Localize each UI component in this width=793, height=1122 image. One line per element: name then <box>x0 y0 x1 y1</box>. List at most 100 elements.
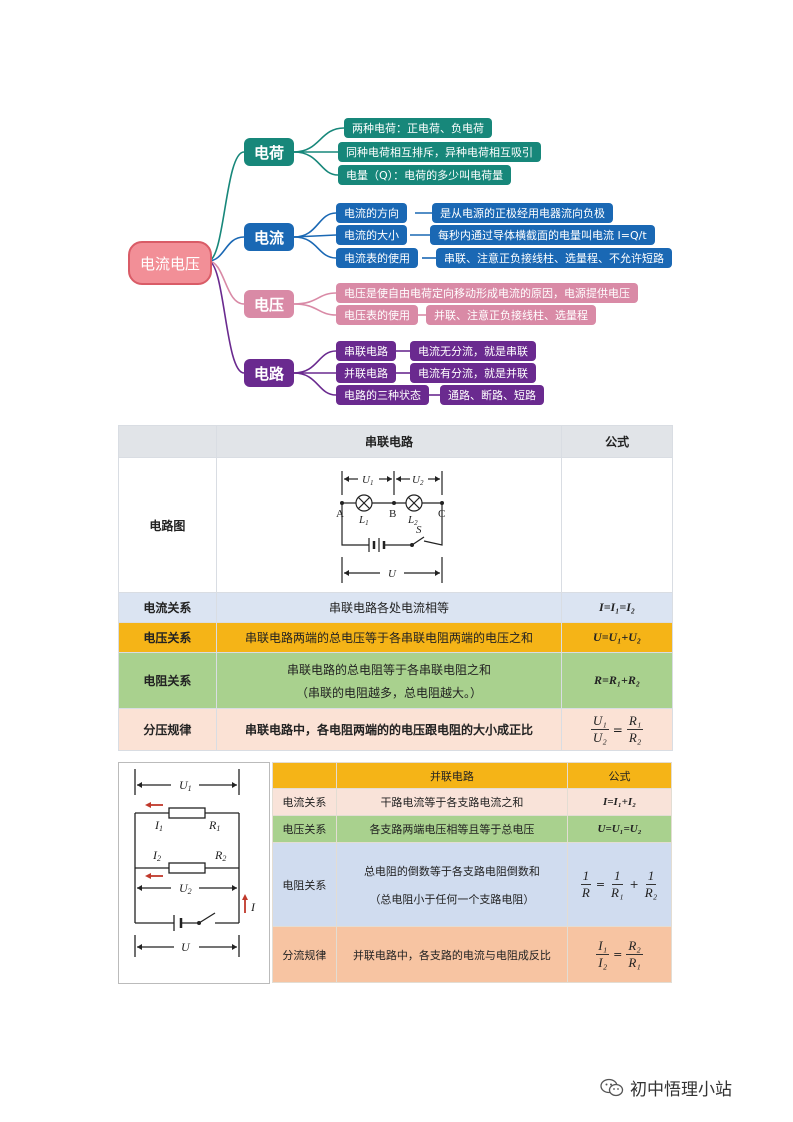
ammeter-usage-label: 电流表的使用 <box>336 248 418 268</box>
current-magnitude-text: 每秒内通过导体横截面的电量叫电流 I=Q/t <box>430 225 655 245</box>
row-formula: R=R₁+R₂ <box>561 652 673 709</box>
watermark-text: 初中悟理小站 <box>630 1080 732 1100</box>
row-text: 干路电流等于各支路电流之和 <box>335 788 569 816</box>
branch-charge: 电荷 <box>244 138 294 166</box>
label-l2: L2 <box>407 514 418 527</box>
label-i2: I2 <box>152 848 161 863</box>
label-r2: R2 <box>214 848 226 863</box>
current-magnitude-label: 电流的大小 <box>336 225 407 245</box>
charge-item-1: 两种电荷：正电荷、负电荷 <box>344 118 492 138</box>
table-header: 串联电路 公式 <box>118 425 673 458</box>
diagram-row-label: 电路图 <box>118 457 217 593</box>
label-u2: U2 <box>412 474 424 487</box>
label-b: B <box>389 508 396 520</box>
table-row: 电阻关系 串联电路的总电阻等于各串联电阻之和 （串联的电阻越多，总电阻越大。） … <box>118 652 673 709</box>
mind-map-root: 电流电压 <box>128 241 212 285</box>
row-label: 电阻关系 <box>118 652 217 709</box>
header-empty <box>272 762 337 789</box>
series-circuit-diagram: U1 U2 A B C L1 L2 S U <box>336 471 445 583</box>
parallel-circuit-label: 并联电路 <box>336 363 396 383</box>
voltmeter-usage-text: 并联、注意正负接线柱、选量程 <box>426 305 596 325</box>
row-label: 分压规律 <box>118 708 217 751</box>
table-header: 并联电路 公式 <box>272 762 672 789</box>
label-u1: U1 <box>179 778 192 793</box>
wechat-icon <box>600 1078 624 1096</box>
mind-map: 电流电压 电荷 电流 电压 电路 两种电荷：正电荷、负电荷 同种电荷相互排斥，异… <box>0 0 793 420</box>
row-label: 电流关系 <box>118 592 217 623</box>
row-formula: U=U₁+U₂ <box>561 622 673 653</box>
row-formula: U=U₁=U₂ <box>567 815 672 843</box>
branch-circuit: 电路 <box>244 359 294 387</box>
diagram-formula-cell <box>561 457 673 593</box>
label-u2: U2 <box>179 881 192 896</box>
watermark: 初中悟理小站 <box>600 1075 732 1100</box>
header-formula: 公式 <box>561 425 673 458</box>
parallel-circuit-diagram: U1 I1 R1 I2 R2 U2 I U <box>134 769 256 957</box>
current-direction-label: 电流的方向 <box>336 203 407 223</box>
row-text-cell: 总电阻的倒数等于各支路电阻倒数和 （总电阻小于任何一个支路电阻） <box>335 842 569 927</box>
series-diagram-cell: U1 U2 A B C L1 L2 S U <box>215 457 563 593</box>
label-c: C <box>438 508 445 520</box>
label-u1: U1 <box>362 474 373 487</box>
branch-current: 电流 <box>244 223 294 251</box>
current-direction-text: 是从电源的正极经用电器流向负极 <box>432 203 613 223</box>
row-text-cell: 串联电路的总电阻等于各串联电阻之和 （串联的电阻越多，总电阻越大。） <box>215 652 563 709</box>
label-i1: I1 <box>154 818 163 833</box>
row-text: 串联电路的总电阻等于各串联电阻之和 <box>286 662 491 677</box>
table-row: 电流关系 干路电流等于各支路电流之和 I=I₁+I₂ <box>272 788 672 816</box>
label-r1: R1 <box>208 818 220 833</box>
label-u: U <box>388 568 397 580</box>
voltage-definition: 电压是使自由电荷定向移动形成电流的原因，电源提供电压 <box>336 283 638 303</box>
header-empty <box>118 425 217 458</box>
parallel-diagram-box: U1 I1 R1 I2 R2 U2 I U <box>118 762 270 984</box>
row-formula: I=I₁=I₂ <box>561 592 673 623</box>
parallel-circuit-text: 电流有分流，就是并联 <box>410 363 536 383</box>
row-text-note: （总电阻小于任何一个支路电阻） <box>369 892 535 906</box>
label-a: A <box>336 508 344 520</box>
row-text: 串联电路两端的总电压等于各串联电阻两端的电压之和 <box>215 622 563 653</box>
parallel-circuit-table: 并联电路 公式 电流关系 干路电流等于各支路电流之和 I=I₁+I₂ 电压关系 … <box>272 762 672 983</box>
branch-voltage: 电压 <box>244 290 294 318</box>
charge-item-3: 电量（Q）：电荷的多少叫电荷量 <box>338 165 512 185</box>
charge-item-2: 同种电荷相互排斥，异种电荷相互吸引 <box>338 142 541 162</box>
row-text: 并联电路中，各支路的电流与电阻成反比 <box>335 926 569 983</box>
row-label: 电阻关系 <box>272 842 337 927</box>
row-text: 串联电路中，各电阻两端的的电压跟电阻的大小成正比 <box>215 708 563 751</box>
row-text: 总电阻的倒数等于各支路电阻倒数和 <box>363 864 540 878</box>
row-text-note: （串联的电阻越多，总电阻越大。） <box>295 685 482 700</box>
row-formula: I=I₁+I₂ <box>567 788 672 816</box>
table-row: 电路图 <box>118 457 673 593</box>
label-u: U <box>181 940 191 954</box>
circuit-states-text: 通路、断路、短路 <box>440 385 544 405</box>
label-i: I <box>250 900 256 914</box>
series-circuit-label: 串联电路 <box>336 341 396 361</box>
series-circuit-text: 电流无分流，就是串联 <box>410 341 536 361</box>
voltmeter-usage-label: 电压表的使用 <box>336 305 418 325</box>
mind-map-connectors <box>207 127 440 396</box>
header-parallel: 并联电路 <box>335 762 569 789</box>
series-circuit-table: 串联电路 公式 电路图 <box>118 425 673 751</box>
row-text: 各支路两端电压相等且等于总电压 <box>335 815 569 843</box>
header-series: 串联电路 <box>215 425 563 458</box>
label-l1: L1 <box>358 514 369 527</box>
row-label: 分流规律 <box>272 926 337 983</box>
table-row: 电流关系 串联电路各处电流相等 I=I₁=I₂ <box>118 592 673 623</box>
ammeter-usage-text: 串联、注意正负接线柱、选量程、不允许短路 <box>436 248 672 268</box>
row-label: 电压关系 <box>118 622 217 653</box>
header-formula: 公式 <box>567 762 672 789</box>
row-label: 电流关系 <box>272 788 337 816</box>
table-row: 电压关系 各支路两端电压相等且等于总电压 U=U₁=U₂ <box>272 815 672 843</box>
table-row: 电压关系 串联电路两端的总电压等于各串联电阻两端的电压之和 U=U₁+U₂ <box>118 622 673 653</box>
circuit-states-label: 电路的三种状态 <box>336 385 429 405</box>
row-label: 电压关系 <box>272 815 337 843</box>
